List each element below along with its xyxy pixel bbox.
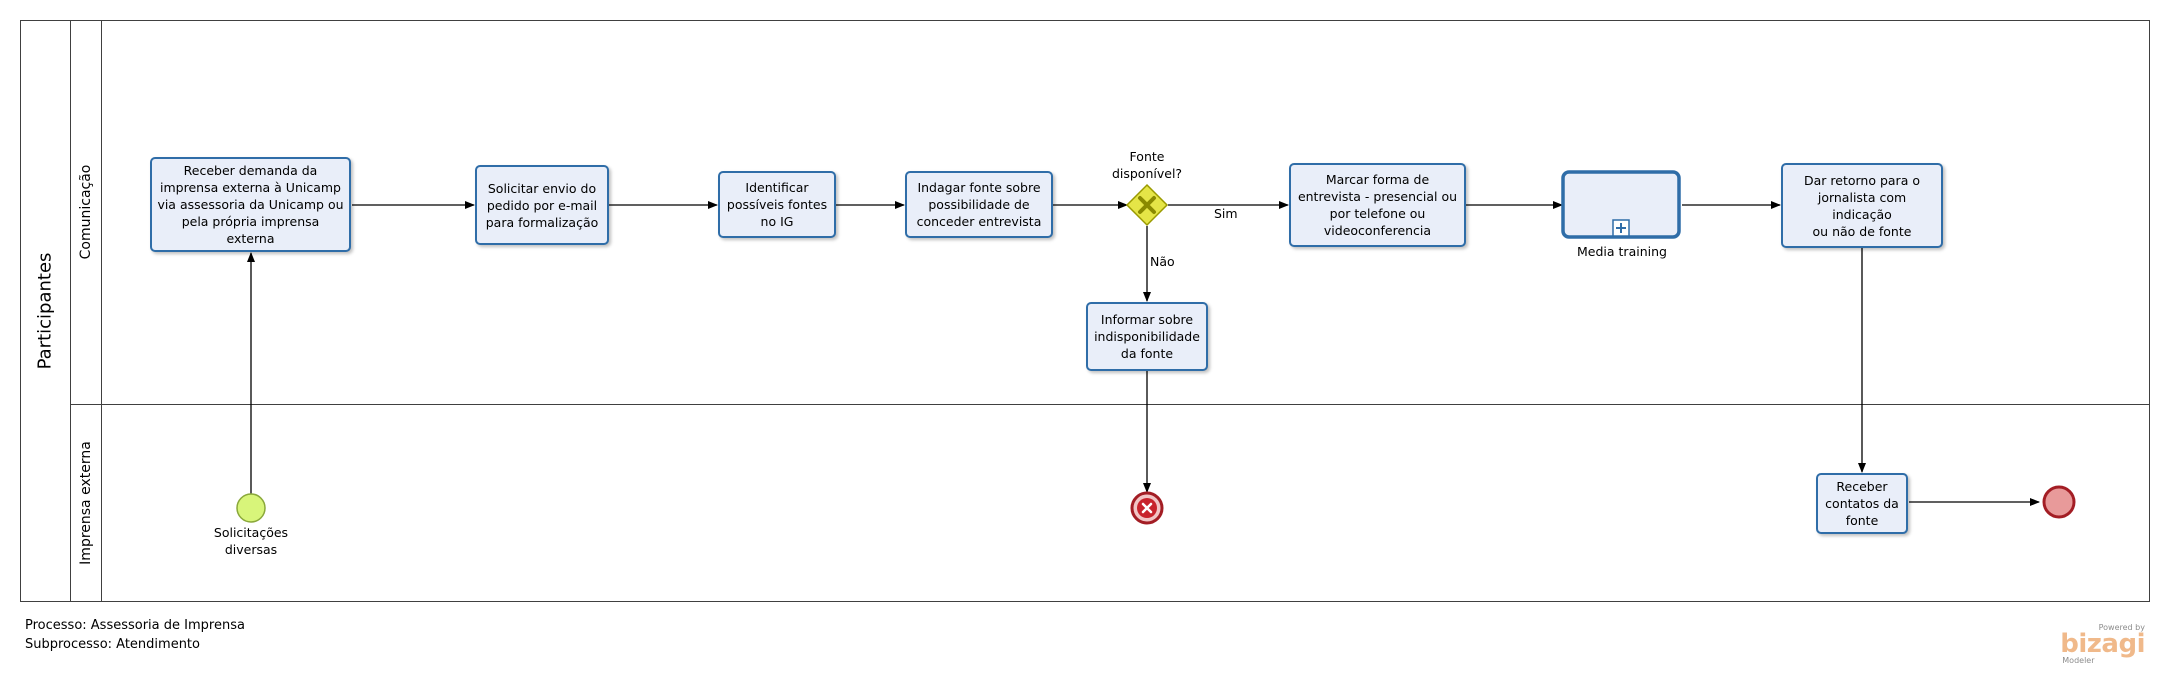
- footer-subprocess: Subprocesso: Atendimento: [25, 637, 200, 652]
- subprocess-label: Media training: [1577, 244, 1667, 259]
- exclusive-gateway: [1125, 183, 1169, 227]
- lane-divider: [71, 404, 2150, 405]
- subprocess-expand-icon: [1612, 219, 1630, 237]
- task-label: Receber contatos da fonte: [1825, 479, 1899, 528]
- error-end-event: [1130, 491, 1164, 525]
- task-indagar-fonte[interactable]: Indagar fonte sobre possibilidade de con…: [905, 171, 1053, 238]
- task-dar-retorno[interactable]: Dar retorno para o jornalista com indica…: [1781, 163, 1943, 248]
- task-label: Marcar forma de entrevista - presencial …: [1297, 172, 1458, 238]
- task-informar-indisponibilidade[interactable]: Informar sobre indisponibilidade da font…: [1086, 302, 1208, 371]
- task-label: Informar sobre indisponibilidade da font…: [1094, 312, 1200, 361]
- pool-header: [20, 20, 71, 602]
- subprocess-media-training: [1561, 170, 1681, 239]
- brand-name: bizagi: [2060, 629, 2145, 659]
- task-identificar-fontes[interactable]: Identificar possíveis fontes no IG: [718, 171, 836, 238]
- task-marcar-forma[interactable]: Marcar forma de entrevista - presencial …: [1289, 163, 1466, 247]
- end-event: [2042, 485, 2076, 519]
- gateway-yes-label: Sim: [1214, 206, 1238, 221]
- footer-process: Processo: Assessoria de Imprensa: [25, 618, 245, 633]
- gateway-no-label: Não: [1150, 254, 1175, 269]
- brand-powered: Powered by: [2098, 623, 2145, 632]
- task-label: Identificar possíveis fontes no IG: [726, 180, 828, 229]
- start-event: [236, 493, 266, 523]
- brand-product: Modeler: [2062, 656, 2095, 665]
- lane-header-column: [71, 20, 102, 602]
- task-label: Solicitar envio do pedido por e-mail par…: [485, 180, 599, 230]
- task-label: Indagar fonte sobre possibilidade de con…: [916, 180, 1042, 229]
- task-solicitar-envio[interactable]: Solicitar envio do pedido por e-mail par…: [475, 165, 609, 245]
- gateway-label: Fonte disponível?: [1111, 149, 1183, 181]
- task-receber-contatos[interactable]: Receber contatos da fonte: [1816, 473, 1908, 534]
- task-receber-demanda[interactable]: Receber demanda da imprensa externa à Un…: [150, 157, 351, 252]
- bizagi-logo: Powered by bizagi Modeler: [2060, 623, 2145, 665]
- pool: [20, 20, 2150, 602]
- task-label: Receber demanda da imprensa externa à Un…: [157, 163, 344, 246]
- task-label: Dar retorno para o jornalista com indica…: [1804, 172, 1920, 239]
- start-event-label: Solicitações diversas: [213, 525, 289, 557]
